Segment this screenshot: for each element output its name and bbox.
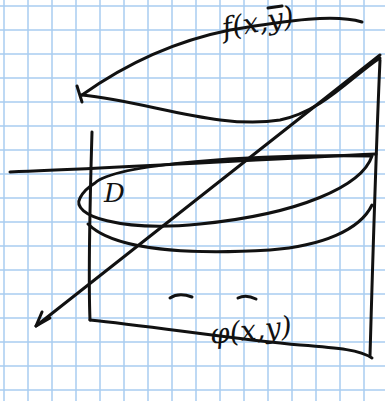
grid-line (171, 0, 173, 401)
y-axis (36, 55, 380, 326)
grid-line (147, 0, 149, 401)
grid-line (0, 317, 385, 319)
grid-line (3, 0, 5, 401)
grid-line (51, 0, 53, 401)
region-label: D (104, 178, 125, 208)
axis-arrow (36, 312, 50, 326)
grid-line (0, 221, 385, 223)
bar-stroke (238, 296, 256, 299)
grid-line (0, 125, 385, 127)
grid-line (0, 389, 385, 391)
grid-line (0, 101, 385, 103)
grid-line (0, 341, 385, 343)
grid-line (0, 245, 385, 247)
side-wall (370, 60, 380, 356)
domain-region (79, 156, 372, 226)
solid-region-sketch (10, 6, 380, 358)
grid-line (363, 0, 365, 401)
bar-stroke (170, 295, 192, 298)
grid-line (0, 53, 385, 55)
grid-line (99, 0, 101, 401)
grid-line (0, 173, 385, 175)
grid-line (0, 77, 385, 79)
grid-line (0, 149, 385, 151)
grid-line (0, 197, 385, 199)
grid-line (75, 0, 77, 401)
grid-line (0, 269, 385, 271)
grid-line (0, 5, 385, 7)
region-curve (88, 205, 372, 252)
grid-line (339, 0, 341, 401)
side-wall (89, 132, 92, 320)
grid-line (27, 0, 29, 401)
grid-line (0, 29, 385, 31)
grid-line (0, 365, 385, 367)
tick-mark (77, 86, 82, 102)
surface-label: φ(x,y) (208, 310, 293, 351)
grid-line (0, 293, 385, 295)
